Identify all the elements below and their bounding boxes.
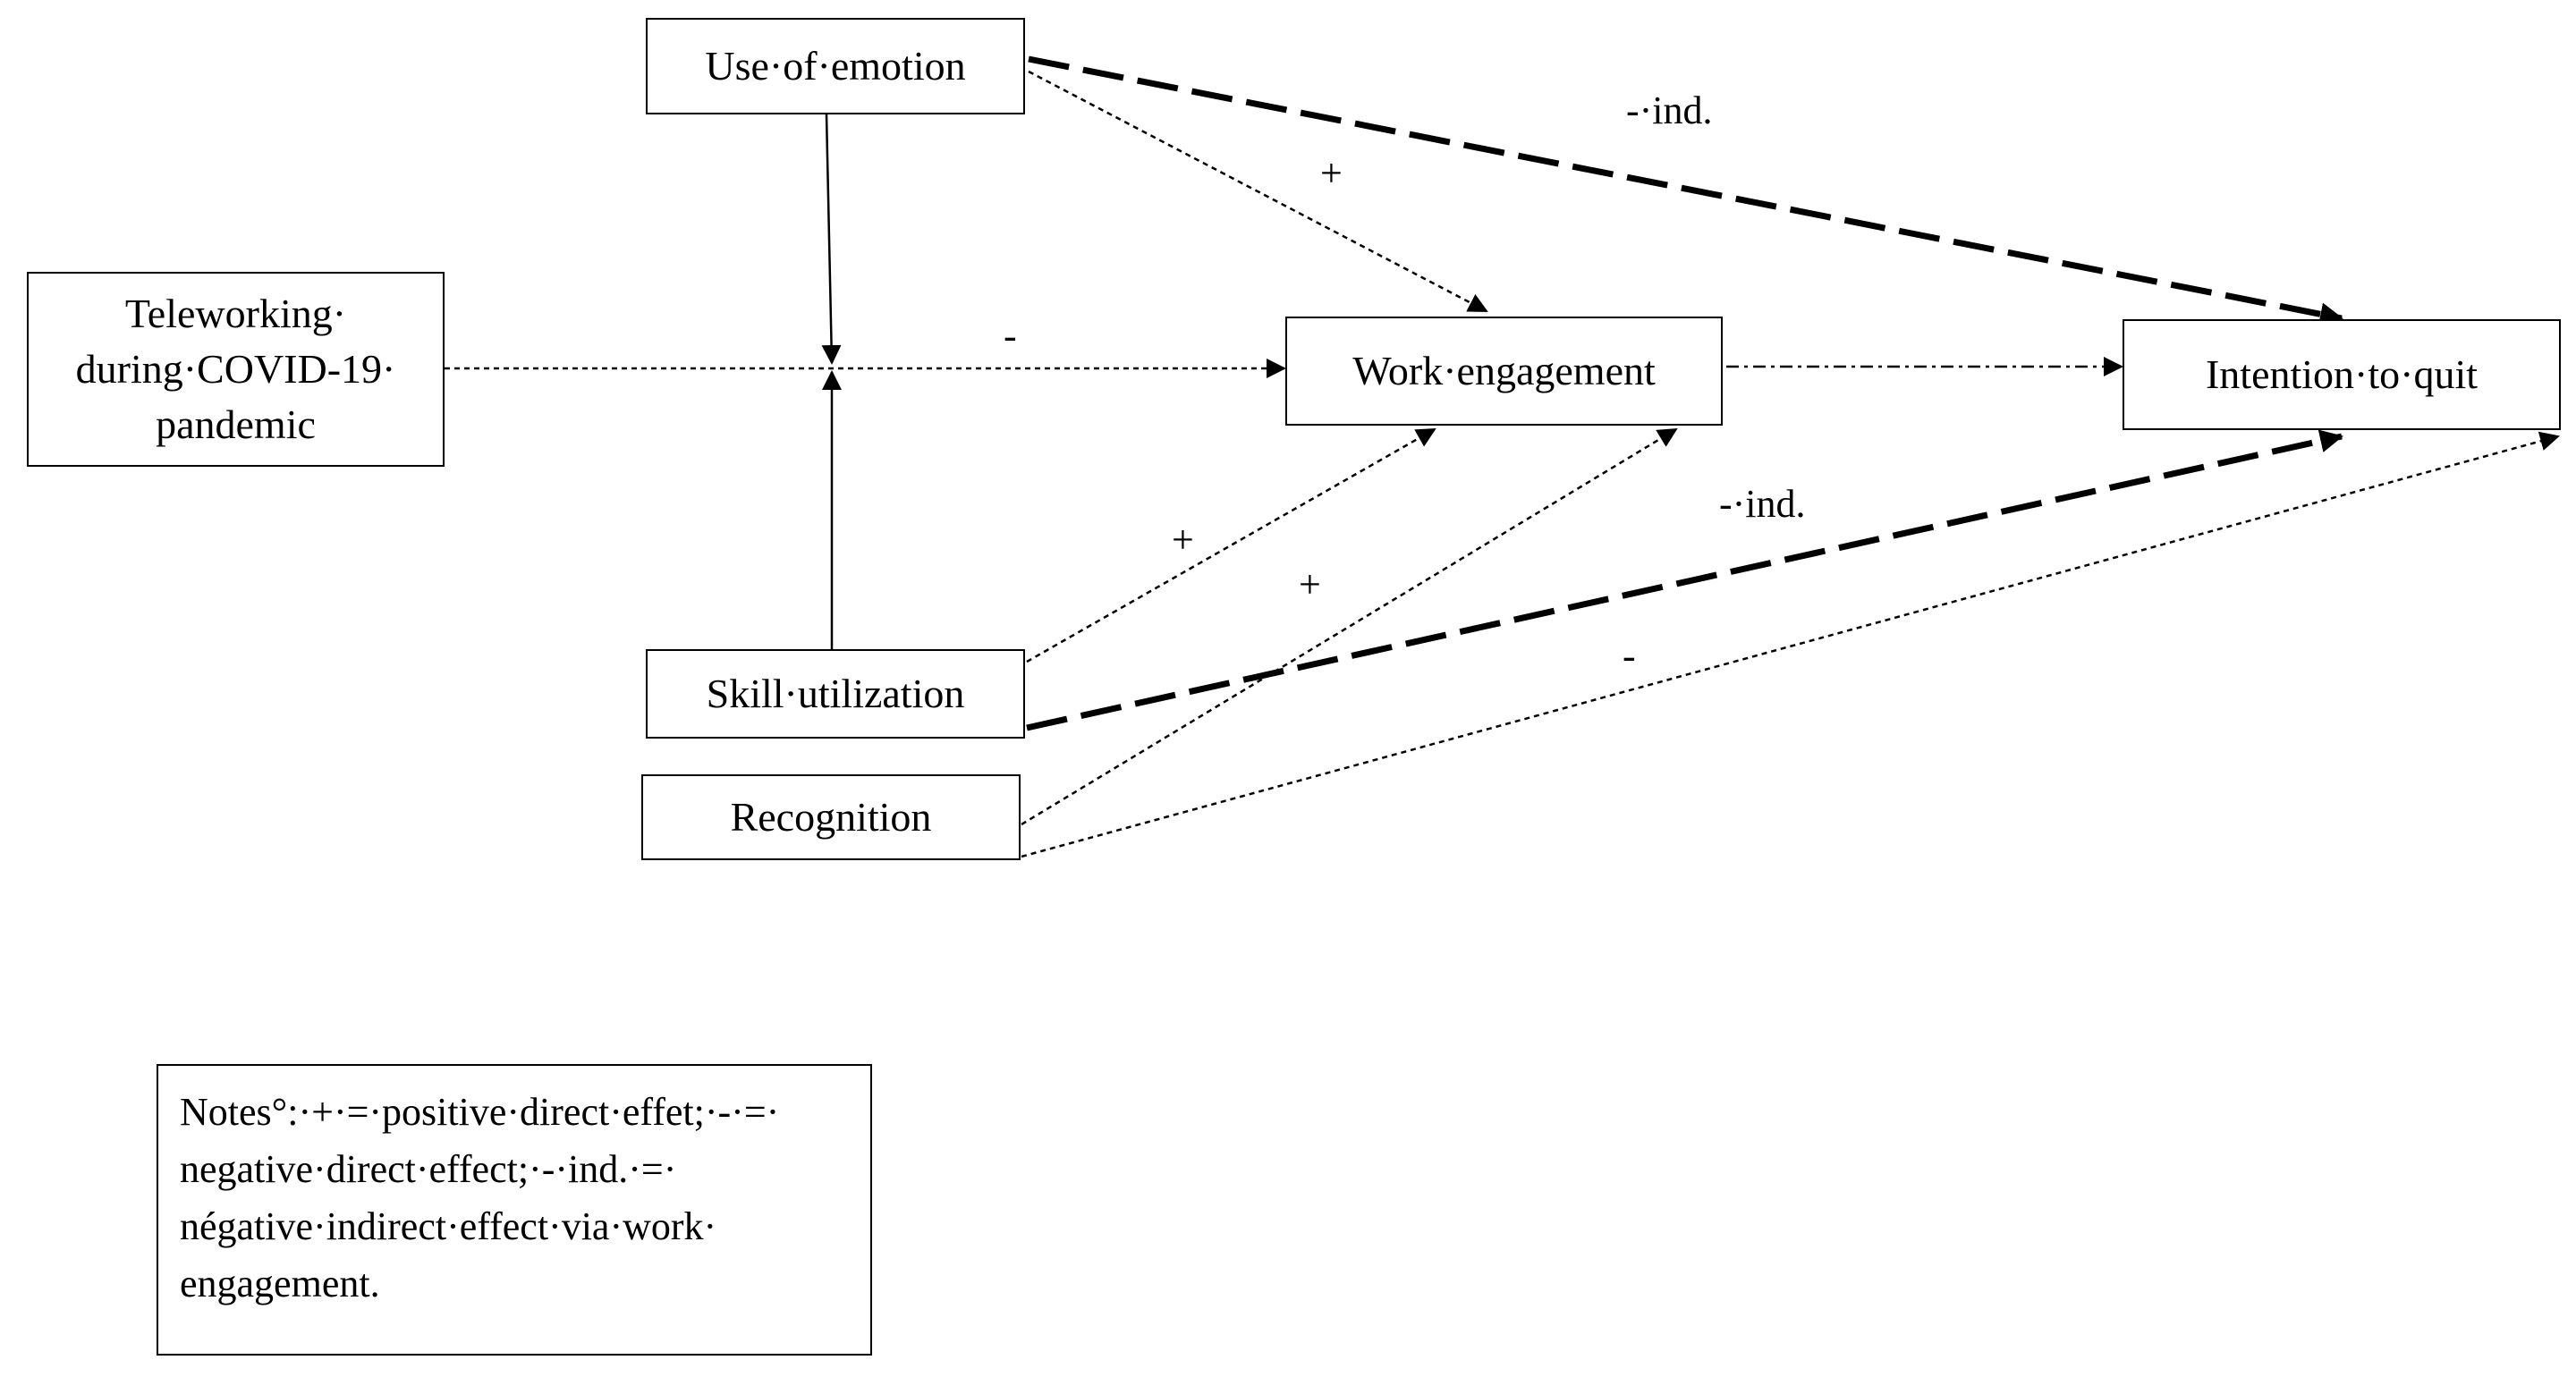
node-skill-utilization-label: Skill·utilization (706, 671, 965, 716)
edge-label-emotion-to-quit: -·ind. (1626, 89, 1713, 132)
notes-line-3: négative·indirect·effect·via·work· (180, 1204, 717, 1248)
edge-label-skill-to-engagement: + (1172, 518, 1194, 562)
edge-use-of-emotion-moderation (821, 114, 842, 365)
node-work-engagement: Work·engagement (1285, 317, 1723, 426)
edge-label-recognition-to-engagement: + (1299, 562, 1321, 606)
node-teleworking-label: Teleworking· during·COVID-19· pandemic (75, 291, 396, 447)
node-intention-to-quit: Intention·to·quit (2123, 319, 2561, 430)
edge-use-of-emotion-to-intention-to-quit (1028, 55, 2343, 326)
node-recognition-label: Recognition (730, 794, 932, 840)
notes-line-4: engagement. (180, 1262, 380, 1305)
notes-line-2: negative·direct·effect;·-·ind.·=· (180, 1147, 677, 1191)
edge-label-emotion-to-engagement: + (1320, 151, 1343, 195)
edge-skill-utilization-to-intention-to-quit (1026, 429, 2343, 731)
edge-recognition-to-work-engagement (1021, 427, 1678, 826)
edge-use-of-emotion-to-work-engagement (1028, 70, 1488, 313)
notes-box: Notes°:·+·=·positive·direct·effet;·-·=· … (157, 1064, 872, 1356)
edge-label-recognition-to-quit: - (1623, 634, 1636, 678)
node-work-engagement-label: Work·engagement (1352, 348, 1656, 393)
node-teleworking: Teleworking· during·COVID-19· pandemic (27, 272, 445, 467)
node-use-of-emotion: Use·of·emotion (646, 18, 1025, 114)
node-recognition: Recognition (641, 774, 1021, 860)
node-intention-to-quit-label: Intention·to·quit (2205, 351, 2479, 397)
edge-label-skill-to-quit: -·ind. (1719, 482, 1806, 526)
node-skill-utilization: Skill·utilization (646, 649, 1025, 739)
notes-line-1: Notes°:·+·=·positive·direct·effet;·-·=· (180, 1090, 780, 1134)
edge-skill-utilization-to-work-engagement (1026, 427, 1436, 663)
node-use-of-emotion-label: Use·of·emotion (705, 43, 966, 89)
edge-label-telework-to-engagement: - (1004, 314, 1017, 358)
